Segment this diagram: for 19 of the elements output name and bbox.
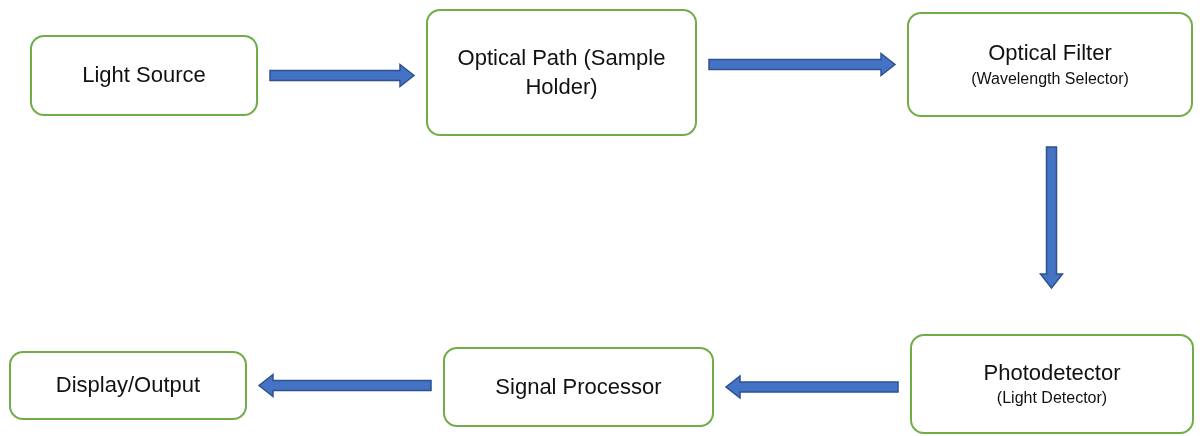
process-box: [907, 12, 1193, 117]
box-title: Optical Path (Sample Holder): [456, 43, 667, 101]
process-box: [426, 9, 697, 136]
box-title: Light Source: [82, 61, 206, 90]
block-arrow: [257, 372, 432, 399]
process-box: [30, 35, 258, 116]
box-title: Photodetector: [983, 358, 1121, 387]
box-title: Signal Processor: [495, 372, 662, 401]
block-arrow: [708, 51, 897, 78]
block-arrow: [724, 374, 899, 400]
process-box: [910, 334, 1194, 434]
box-title: Optical Filter: [988, 39, 1112, 67]
box-title: Display/Output: [55, 371, 201, 400]
block-arrow: [269, 62, 416, 89]
block-arrow: [1038, 146, 1065, 290]
process-box: [9, 351, 247, 420]
process-box: [443, 347, 714, 427]
subtitle-text: (Wavelength Selector): [971, 68, 1129, 89]
subtitle-text: (Light Detector): [996, 388, 1108, 409]
